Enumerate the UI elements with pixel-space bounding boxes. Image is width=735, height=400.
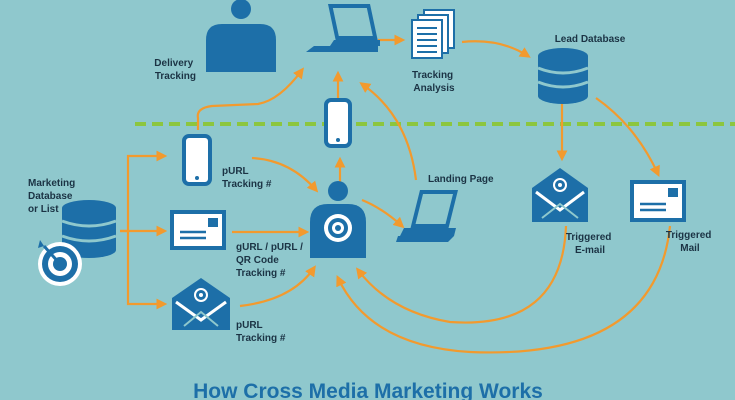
label-triggered-mail: Triggered Mail [666,230,714,254]
phone-icon [324,98,352,148]
arrow-phone-to-person [251,156,319,193]
label-marketing-database: Marketing Database or List [28,178,78,215]
diagram-title: How Cross Media Marketing Works [193,380,543,400]
arrow-db-to-phone [120,150,168,233]
arrow-person-to-landing [361,198,405,229]
arrow-mail-response [336,225,672,354]
label-landing-page: Landing Page [428,174,494,185]
label-lead-database: Lead Database [555,34,626,45]
target-icon [38,240,82,286]
targeted-person-icon [310,181,366,258]
arrow-email-to-person [239,265,316,308]
arrow-lead-db-to-mail [595,97,660,177]
postcard-icon [170,210,226,250]
label-purl-tracking-1: pURL Tracking # [222,166,272,190]
label-gurl-tracking: gURL / pURL / QR Code Tracking # [236,242,306,279]
email-envelope-icon [172,278,230,330]
arrow-db-to-email [126,231,168,310]
laptop-icon [306,4,380,52]
flow-arrows [120,34,672,354]
person-icon [206,0,276,72]
lead-database-icon [537,48,589,104]
arrow-docs-to-lead-db [461,40,531,58]
label-triggered-email: Triggered E-mail [566,232,614,256]
arrow-phone-to-laptop [196,67,304,130]
laptop-icon [396,190,458,242]
documents-icon [411,9,455,59]
arrow-email-response [355,225,568,324]
label-tracking-analysis: Tracking Analysis [412,70,456,94]
label-purl-tracking-2: pURL Tracking # [236,320,286,344]
arrow-landing-to-laptop [359,82,418,181]
email-envelope-icon [532,168,588,222]
postcard-icon [630,180,686,222]
marketing-database-icon [61,200,117,258]
label-delivery-tracking: Delivery Tracking [154,58,196,82]
phone-icon [182,134,212,186]
